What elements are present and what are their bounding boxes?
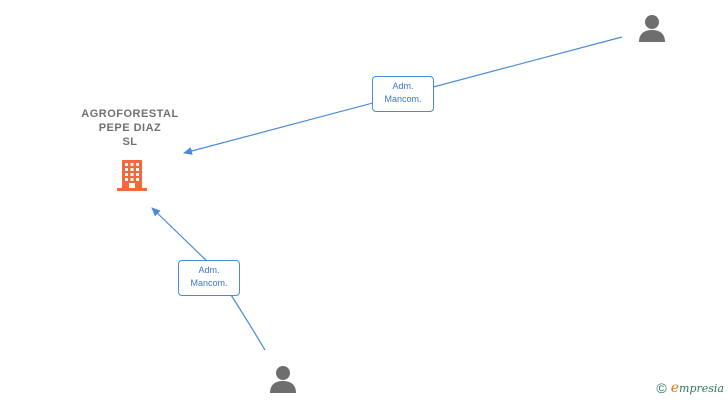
company-name[interactable]: AGROFORESTAL PEPE DIAZ SL bbox=[60, 107, 200, 149]
company-name-line-1: AGROFORESTAL bbox=[81, 108, 179, 120]
brand-initial: e bbox=[670, 380, 680, 396]
brand-watermark[interactable]: © empresia bbox=[656, 380, 724, 396]
building-icon[interactable] bbox=[114, 157, 150, 193]
edge-label-top[interactable]: Adm. Mancom. bbox=[372, 76, 434, 112]
edge-label-line-2: Mancom. bbox=[190, 278, 228, 288]
copyright-symbol: © bbox=[656, 380, 667, 396]
brand-logo: empresia bbox=[671, 380, 724, 396]
edge-label-line-2: Mancom. bbox=[384, 94, 422, 104]
brand-name: mpresia bbox=[679, 382, 724, 395]
person-icon[interactable] bbox=[267, 363, 299, 395]
edge-label-line-1: Adm. bbox=[392, 81, 414, 91]
person-icon[interactable] bbox=[636, 12, 668, 44]
company-name-line-2: PEPE DIAZ bbox=[98, 122, 162, 134]
edge-label-bottom[interactable]: Adm. Mancom. bbox=[178, 260, 240, 296]
company-name-line-3: SL bbox=[122, 136, 138, 148]
edge-label-line-1: Adm. bbox=[198, 265, 220, 275]
